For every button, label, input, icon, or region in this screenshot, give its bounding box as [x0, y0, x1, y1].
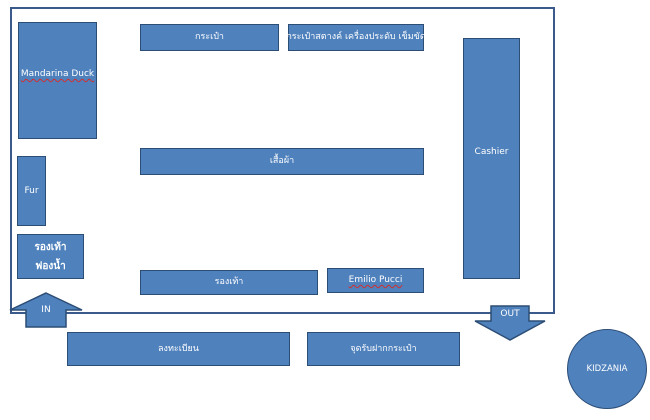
- zone-shirts-label: เสื้อผ้า: [269, 156, 295, 167]
- zone-emilio-pucci: Emilio Pucci: [327, 268, 424, 293]
- entrance-arrow-icon: [9, 292, 83, 328]
- exit-arrow-label: OUT: [500, 309, 520, 319]
- zone-registration-label: ลงทะเบียน: [158, 343, 199, 354]
- store-floor-outline: [10, 7, 555, 314]
- zone-bags-label: กระเป๋า: [195, 32, 224, 43]
- zone-emilio-pucci-label: Emilio Pucci: [348, 275, 403, 286]
- zone-shoes: รองเท้า: [140, 270, 318, 295]
- zone-mandarina-duck: Mandarina Duck: [18, 22, 97, 139]
- zone-cashier: Cashier: [463, 38, 520, 279]
- zone-mandarina-duck-label: Mandarina Duck: [20, 69, 95, 79]
- zone-foam-shoes-label: รองเท้าฟองน้ำ: [34, 241, 67, 272]
- zone-foam-shoes: รองเท้าฟองน้ำ: [17, 234, 84, 279]
- zone-bags: กระเป๋า: [140, 24, 279, 51]
- zone-bags-accessories: กระเป๋าสตางค์ เครื่องประดับ เข็มขัด: [286, 24, 426, 51]
- zone-bag-deposit: จุดรับฝากกระเป๋า: [307, 332, 460, 366]
- zone-fur-label: Fur: [24, 185, 39, 196]
- zone-shirts: เสื้อผ้า: [140, 148, 424, 175]
- zone-fur: Fur: [17, 156, 46, 226]
- exit-arrow-icon: [474, 305, 546, 341]
- zone-bag-deposit-label: จุดรับฝากกระเป๋า: [350, 343, 417, 354]
- zone-registration: ลงทะเบียน: [67, 332, 290, 366]
- kidzania-label: KIDZANIA: [586, 364, 628, 374]
- zone-bags-accessories-label: กระเป๋าสตางค์ เครื่องประดับ เข็มขัด: [286, 32, 426, 43]
- zone-cashier-label: Cashier: [474, 147, 509, 157]
- zone-shoes-label: รองเท้า: [214, 277, 244, 288]
- entrance-arrow-label: IN: [41, 305, 51, 315]
- kidzania-circle: KIDZANIA: [567, 329, 647, 409]
